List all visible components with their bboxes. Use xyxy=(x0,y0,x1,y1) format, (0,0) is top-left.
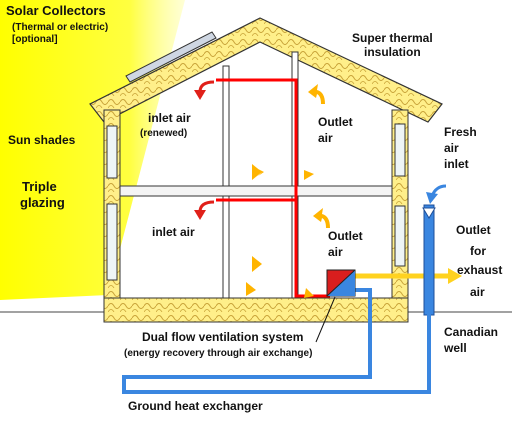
outlet-arrow-upper xyxy=(308,84,325,104)
ground-heat-exchanger-label: Ground heat exchanger xyxy=(128,399,263,413)
exhaust-label-4: air xyxy=(470,285,485,299)
sun-shades-label: Sun shades xyxy=(8,133,76,147)
solar-type-label: (Thermal or electric) xyxy=(12,22,109,33)
outlet-air-lower-label-1: Outlet xyxy=(328,229,363,243)
window-right-upper xyxy=(394,123,406,177)
exhaust-label-1: Outlet xyxy=(456,223,491,237)
flow-arrow-upper-room xyxy=(252,164,264,180)
super-insulation-label-2: insulation xyxy=(364,45,421,59)
partition-lower-left xyxy=(222,195,230,299)
outlet-arrow-lower xyxy=(313,208,330,228)
fresh-air-arrow-head xyxy=(426,192,438,204)
exhaust-arrow xyxy=(448,268,462,284)
middle-floor xyxy=(119,185,393,197)
solar-collectors-label: Solar Collectors xyxy=(6,3,106,18)
outlet-air-upper-label-2: air xyxy=(318,131,333,145)
canadian-well-label-2: well xyxy=(444,341,467,355)
flow-arrow-upper-right xyxy=(304,170,314,180)
fresh-air-label-2: air xyxy=(444,141,459,155)
inlet-air-upper-sub-label: (renewed) xyxy=(140,128,188,139)
solar-collector-panel xyxy=(125,31,217,83)
triple-glazing-label-2: glazing xyxy=(20,195,65,210)
dual-flow-sub-label: (energy recovery through air exchange) xyxy=(124,348,313,359)
triple-glazing-label-1: Triple xyxy=(22,179,57,194)
exchanger-pointer xyxy=(315,296,336,343)
inlet-air-upper-label: inlet air xyxy=(148,111,191,125)
outlet-air-upper-label-1: Outlet xyxy=(318,115,353,129)
ground-heat-exchanger-pipe xyxy=(122,288,431,394)
canadian-well-label-1: Canadian xyxy=(444,325,499,339)
flow-arrow-exhaust-room xyxy=(304,288,314,298)
partition-upper-left xyxy=(222,65,230,187)
exhaust-label-3: exhaust xyxy=(457,263,503,277)
flow-arrow-bottom xyxy=(246,282,256,296)
exhaust-label-2: for xyxy=(470,244,486,258)
outlet-air-lower-label-2: air xyxy=(328,245,343,259)
canadian-well-pipe xyxy=(423,204,435,316)
fresh-air-label-3: inlet xyxy=(444,157,469,171)
inlet-arrow-upper-head xyxy=(194,90,206,100)
window-left-lower xyxy=(106,203,118,281)
dual-flow-label: Dual flow ventilation system xyxy=(142,330,304,344)
flow-arrow-lower-room xyxy=(252,256,262,272)
super-insulation-label-1: Super thermal xyxy=(352,31,433,45)
fresh-air-inlet-cap xyxy=(422,207,436,219)
window-right-lower xyxy=(394,205,406,267)
window-left-upper xyxy=(106,125,118,179)
inlet-arrow-lower-head xyxy=(194,210,206,220)
inlet-air-lower-label: inlet air xyxy=(152,225,195,239)
exchanger-divider xyxy=(326,269,356,297)
fresh-air-label-1: Fresh xyxy=(444,125,477,139)
floor-insulation xyxy=(103,297,409,323)
solar-optional-label: [optional] xyxy=(12,34,58,45)
circulation-arrows xyxy=(246,84,330,298)
